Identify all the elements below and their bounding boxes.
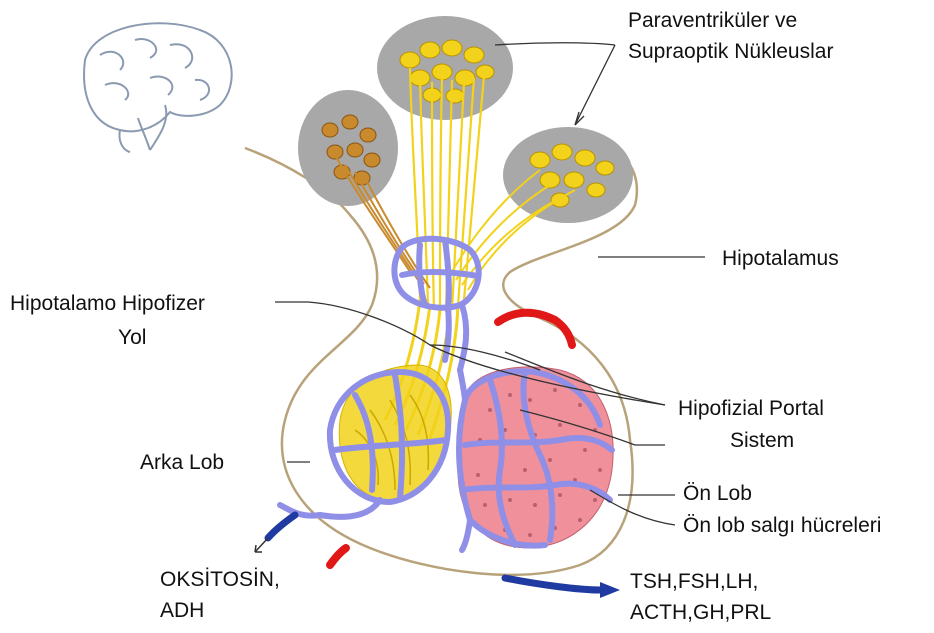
- label-oksitosin-line1: OKSİTOSİN,: [160, 568, 280, 591]
- label-on-lob-salgi: Ön lob salgı hücreleri: [683, 514, 881, 537]
- vein-left: [268, 515, 295, 538]
- artery-upper: [498, 313, 572, 345]
- label-oksitosin-line2: ADH: [160, 599, 204, 622]
- label-arka-lob: Arka Lob: [140, 451, 224, 474]
- label-hipotalamo-hipofizer-line2: Yol: [118, 326, 146, 349]
- label-paraventricular-line2: Supraoptik Nükleuslar: [628, 40, 833, 63]
- label-on-lob: Ön Lob: [683, 482, 752, 505]
- artery-lower: [330, 548, 346, 565]
- brain-icon: [84, 23, 232, 152]
- anterior-lobe: [457, 367, 613, 548]
- vein-bottom-arrow: [600, 582, 620, 598]
- label-hipotalamus: Hipotalamus: [722, 247, 839, 270]
- label-hormones-line1: TSH,FSH,LH,: [630, 570, 758, 593]
- label-hormones-line2: ACTH,GH,PRL: [630, 601, 771, 624]
- vein-bottom: [505, 578, 600, 590]
- label-hipofizial-portal-line2: Sistem: [730, 429, 794, 452]
- label-paraventricular-line1: Paraventriküler ve: [628, 9, 797, 32]
- vein-left-arrow: [255, 538, 268, 552]
- label-hipotalamo-hipofizer-line1: Hipotalamo Hipofizer: [10, 292, 205, 315]
- label-hipofizial-portal-line1: Hipofizial Portal: [678, 397, 824, 420]
